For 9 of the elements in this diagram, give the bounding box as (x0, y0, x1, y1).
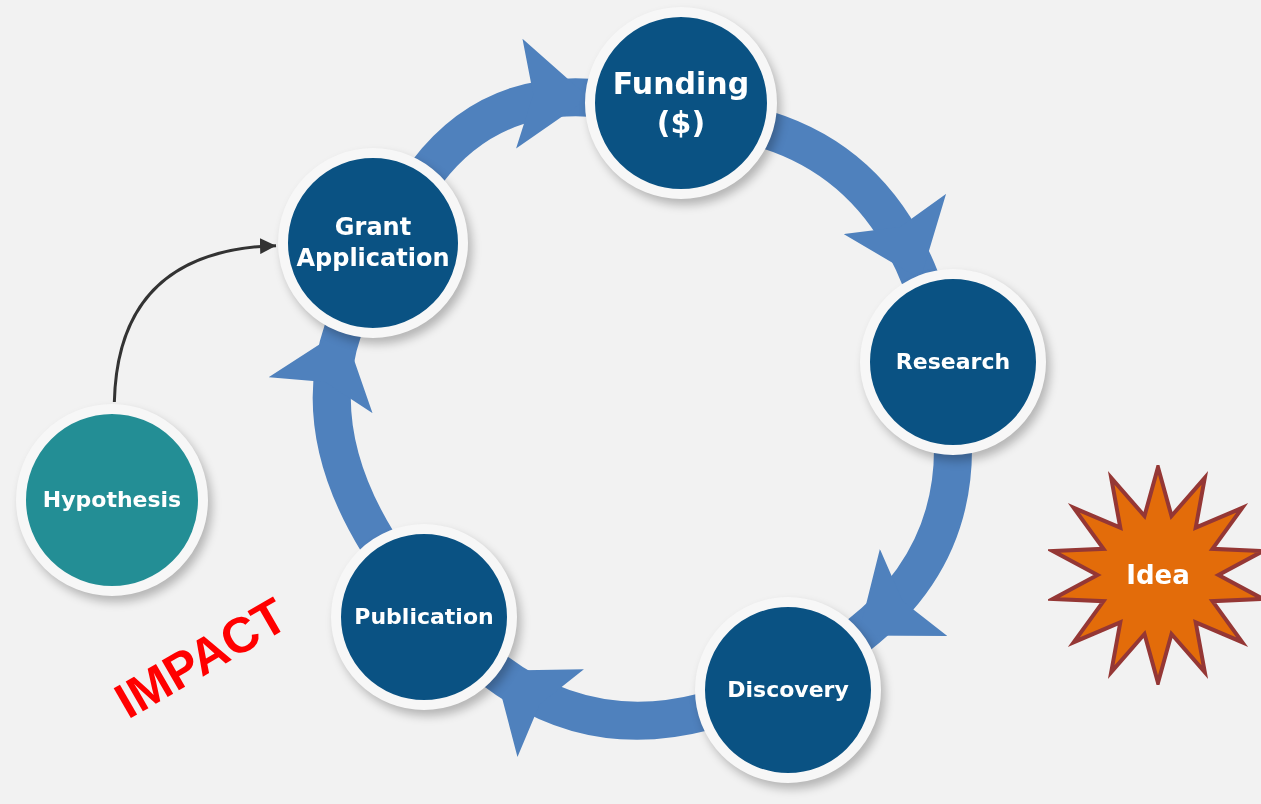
starburst-shape (1048, 465, 1261, 685)
node-label: Hypothesis (42, 485, 182, 514)
node-label: Funding ($) (611, 65, 751, 142)
node-label: Publication (354, 602, 494, 631)
node-label: Discovery (727, 675, 849, 704)
node-label: Idea (1126, 560, 1190, 590)
node-label: Research (895, 347, 1011, 376)
arrow (112, 238, 277, 403)
node-label: Grant Application (295, 211, 451, 274)
